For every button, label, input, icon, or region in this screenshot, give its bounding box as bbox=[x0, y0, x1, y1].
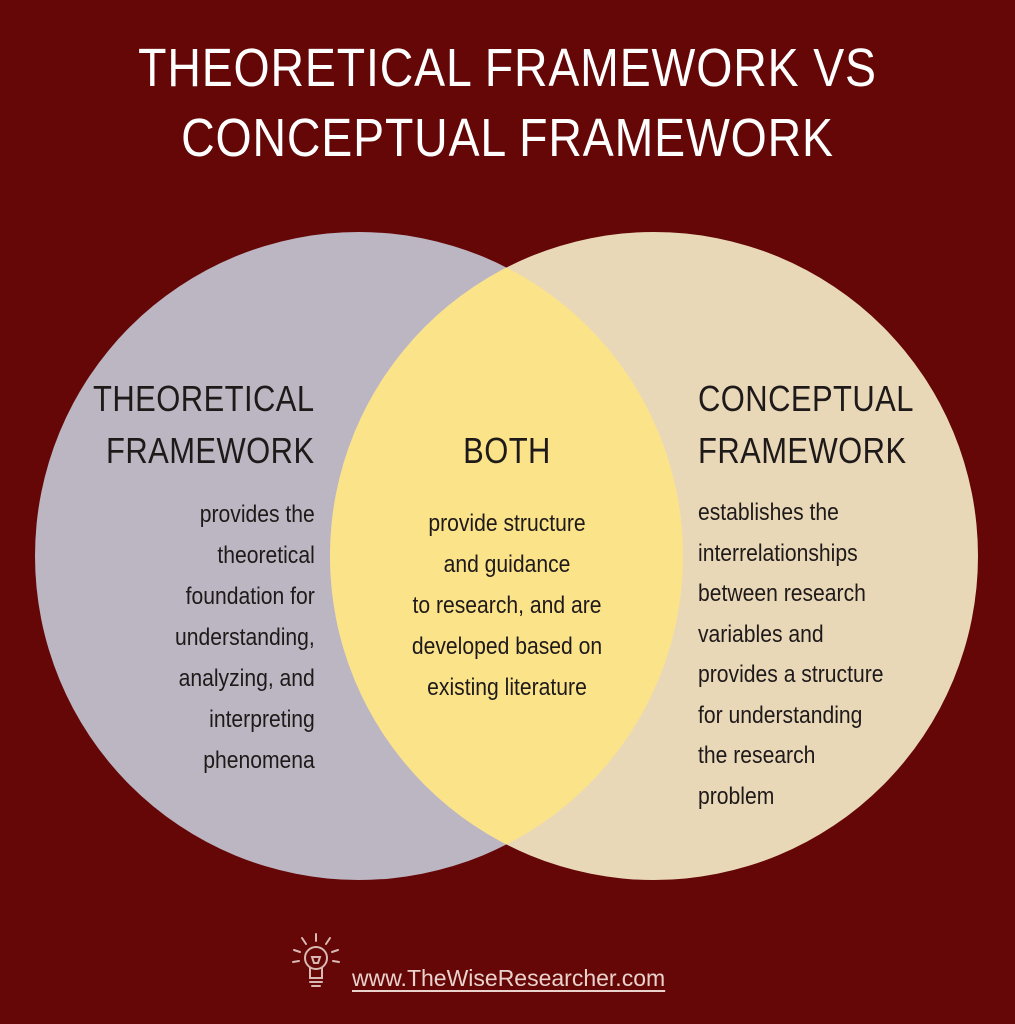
left-heading: THEORETICAL FRAMEWORK bbox=[94, 373, 315, 477]
right-line: interrelationships bbox=[698, 539, 858, 567]
left-line: understanding, bbox=[175, 624, 315, 651]
left-line: provides the bbox=[199, 501, 315, 528]
both-line: provide structure bbox=[428, 510, 586, 537]
right-line: provides a structure bbox=[698, 661, 884, 688]
both-heading: BOTH bbox=[463, 430, 551, 471]
both-line: existing literature bbox=[427, 674, 587, 701]
left-line: analyzing, and bbox=[178, 665, 315, 692]
lightbulb-icon bbox=[292, 933, 340, 987]
left-heading-line: FRAMEWORK bbox=[106, 430, 315, 471]
right-line: between research bbox=[698, 580, 866, 607]
left-heading-line: THEORETICAL bbox=[93, 378, 315, 419]
left-description: provides the theoretical foundation for … bbox=[175, 494, 315, 781]
right-heading: CONCEPTUAL FRAMEWORK bbox=[698, 373, 914, 477]
both-description: provide structure and guidance to resear… bbox=[375, 503, 639, 708]
both-line: developed based on bbox=[411, 633, 603, 660]
left-line: phenomena bbox=[203, 747, 315, 774]
right-heading-line: CONCEPTUAL bbox=[698, 378, 914, 419]
right-line: problem bbox=[698, 782, 775, 810]
title-line-1: THEORETICAL FRAMEWORK VS bbox=[138, 38, 877, 98]
right-line: for understanding bbox=[698, 701, 863, 729]
page-title: THEORETICAL FRAMEWORK VS CONCEPTUAL FRAM… bbox=[71, 33, 944, 173]
overlap-region bbox=[330, 232, 683, 880]
right-heading-line: FRAMEWORK bbox=[698, 430, 907, 471]
left-line: interpreting bbox=[209, 706, 315, 733]
website-link[interactable]: www.TheWiseResearcher.com bbox=[352, 965, 666, 991]
left-line: foundation for bbox=[185, 583, 315, 610]
both-line: and guidance bbox=[443, 551, 571, 578]
right-description: establishes the interrelationships betwe… bbox=[698, 493, 883, 817]
right-line: establishes the bbox=[698, 499, 839, 526]
title-line-2: CONCEPTUAL FRAMEWORK bbox=[181, 108, 834, 168]
right-line: variables and bbox=[698, 620, 824, 648]
right-line: the research bbox=[698, 742, 816, 769]
both-line: to research, and are bbox=[412, 592, 602, 619]
left-line: theoretical bbox=[217, 542, 315, 569]
